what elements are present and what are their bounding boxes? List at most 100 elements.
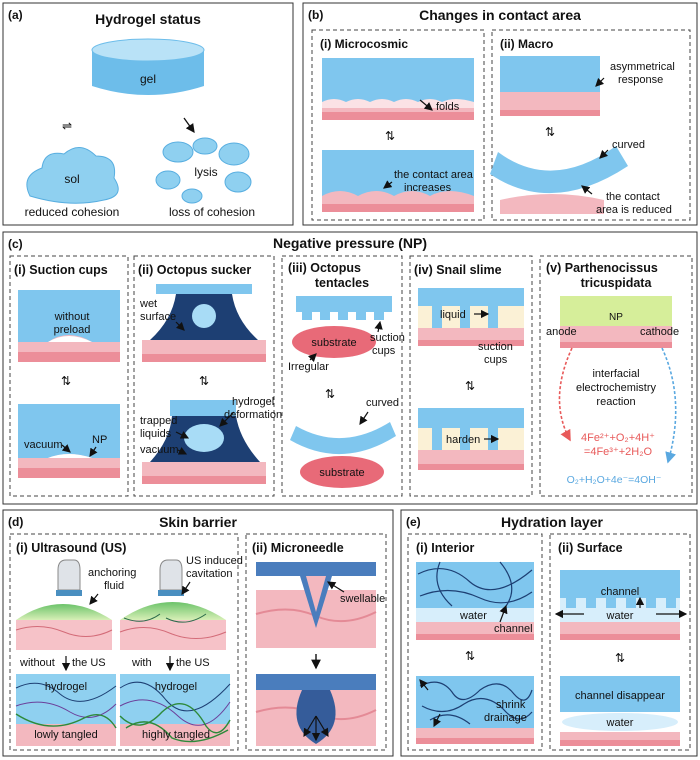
panel-d: (d) Skin barrier (i) Ultrasound (US) (ii… bbox=[2, 509, 394, 757]
hydrogel-highly-tangled bbox=[119, 674, 231, 746]
panel-d-label: (d) bbox=[8, 515, 23, 529]
gel-cylinder bbox=[91, 38, 205, 95]
hydrogel-lowly-tangled bbox=[15, 674, 117, 746]
slime-before bbox=[418, 288, 524, 346]
arrow-icon bbox=[89, 593, 99, 605]
anode-label: anode bbox=[546, 326, 577, 338]
preload-label: preload bbox=[54, 324, 91, 336]
folds-label: folds bbox=[436, 101, 460, 113]
reversible-arrow-icon: ⇅ bbox=[615, 651, 625, 665]
contact-increases-label-2: increases bbox=[404, 182, 452, 194]
interfacial-label-3: reaction bbox=[596, 396, 635, 408]
interfacial-label-2: electrochemistry bbox=[576, 382, 657, 394]
vacuum-label: vacuum bbox=[24, 439, 63, 451]
water-label: water bbox=[606, 717, 634, 729]
curved-label: curved bbox=[366, 397, 399, 409]
sol-label: sol bbox=[64, 172, 79, 186]
loss-of-cohesion-label: loss of cohesion bbox=[169, 205, 255, 219]
arrow-icon bbox=[581, 185, 593, 195]
gel-label: gel bbox=[140, 72, 156, 86]
contact-reduced-label-1: the contact bbox=[606, 191, 660, 203]
panel-e-ii-title: (ii) Surface bbox=[558, 541, 623, 555]
hydrogel-label: hydrogel bbox=[45, 681, 87, 693]
substrate-ellipse bbox=[300, 456, 384, 488]
fluid-label: fluid bbox=[104, 580, 124, 592]
irregular-label: Irregular bbox=[288, 361, 329, 373]
macro-before bbox=[500, 56, 600, 116]
harden-label: harden bbox=[446, 434, 480, 446]
curved-label: curved bbox=[612, 139, 645, 151]
reversible-arrow-icon: ⇌ bbox=[62, 119, 72, 133]
panel-c-v-title-1: (v) Parthenocissus bbox=[546, 261, 658, 275]
wet-label: wet bbox=[139, 298, 157, 310]
anchoring-label: anchoring bbox=[88, 567, 136, 579]
surface-before bbox=[560, 570, 680, 640]
panel-c-title: Negative pressure (NP) bbox=[273, 235, 427, 251]
cups-label: cups bbox=[372, 345, 396, 357]
arrow-icon bbox=[181, 581, 191, 595]
contact-reduced-label-2: area is reduced bbox=[596, 204, 672, 216]
panel-c-v-title-2: tricuspidata bbox=[581, 276, 653, 290]
panel-c-ii-title: (ii) Octopus sucker bbox=[138, 263, 251, 277]
arrow-icon bbox=[183, 117, 195, 134]
highly-tangled-label: highly tangled bbox=[142, 729, 210, 741]
ultrasound-probe-icon bbox=[56, 559, 82, 596]
arrow-icon bbox=[595, 77, 605, 87]
ultrasound-probe-icon bbox=[158, 559, 184, 596]
sol-blob bbox=[26, 147, 119, 204]
panel-c-label: (c) bbox=[8, 237, 23, 251]
with-us-label: with bbox=[131, 657, 152, 669]
panel-d-i-title: (i) Ultrasound (US) bbox=[16, 541, 126, 555]
microneedle-before bbox=[255, 562, 377, 648]
panel-b-ii-title: (ii) Macro bbox=[500, 37, 553, 51]
channel-label: channel bbox=[494, 623, 533, 635]
panel-e-title: Hydration layer bbox=[501, 514, 603, 530]
panel-c-iii-title-1: (iii) Octopus bbox=[288, 261, 361, 275]
asymmetrical-label: asymmetrical bbox=[610, 61, 675, 73]
arrow-icon bbox=[175, 321, 185, 331]
microneedle-after bbox=[255, 674, 377, 746]
panel-c-iv-title: (iv) Snail slime bbox=[414, 263, 502, 277]
response-label: response bbox=[618, 74, 663, 86]
liquid-label: liquid bbox=[440, 309, 466, 321]
panel-b-title: Changes in contact area bbox=[419, 7, 581, 23]
arrow-icon bbox=[599, 149, 609, 159]
micro-after bbox=[322, 150, 474, 212]
without-us-label: without bbox=[19, 657, 55, 669]
reversible-arrow-icon: ⇅ bbox=[465, 649, 475, 663]
interior-after bbox=[416, 676, 534, 744]
reduced-cohesion-label: reduced cohesion bbox=[25, 205, 120, 219]
arrow-icon bbox=[499, 604, 508, 623]
us-induced-label: US induced bbox=[186, 555, 243, 567]
arrow-icon bbox=[61, 444, 71, 453]
lysis-fragments bbox=[155, 137, 252, 204]
panel-e: (e) Hydration layer (i) Interior (ii) Su… bbox=[400, 509, 698, 757]
skin-without-us bbox=[15, 604, 113, 650]
reversible-arrow-icon: ⇅ bbox=[325, 387, 335, 401]
swellable-label: swellable bbox=[340, 593, 385, 605]
panel-a-label: (a) bbox=[8, 8, 23, 22]
arrow-icon bbox=[307, 353, 317, 363]
panel-d-title: Skin barrier bbox=[159, 514, 237, 530]
blue-arrow bbox=[661, 347, 677, 464]
arrow-icon bbox=[219, 411, 235, 427]
deformation-label: deformation bbox=[224, 409, 282, 421]
panel-c: (c) Negative pressure (NP) (i) Suction c… bbox=[2, 231, 698, 505]
tentacle-curved bbox=[290, 422, 396, 455]
substrate-label: substrate bbox=[311, 337, 356, 349]
panel-b-i-title: (i) Microcosmic bbox=[320, 37, 408, 51]
arrow-icon bbox=[177, 447, 188, 455]
arrow-icon bbox=[419, 99, 433, 111]
reversible-arrow-icon: ⇅ bbox=[545, 125, 555, 139]
drainage-label: drainage bbox=[484, 712, 527, 724]
micro-before bbox=[322, 58, 474, 120]
contact-increases-label-1: the contact area bbox=[394, 169, 474, 181]
reversible-arrow-icon: ⇅ bbox=[61, 374, 71, 388]
trapped-label: trapped bbox=[140, 415, 177, 427]
panel-c-iii-title-2: tentacles bbox=[315, 276, 369, 290]
water-label: water bbox=[606, 610, 634, 622]
tentacle-before bbox=[292, 296, 392, 358]
hydrogel-label: hydrogel bbox=[155, 681, 197, 693]
the-us-label: the US bbox=[176, 657, 210, 669]
